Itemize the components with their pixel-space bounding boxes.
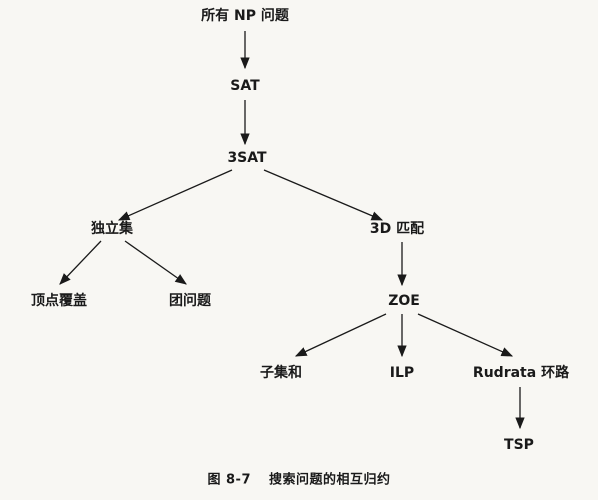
node-independent-set: 独立集 [91, 221, 133, 237]
figure-caption: 图 8-7 搜索问题的相互归约 [207, 469, 390, 488]
node-clique: 团问题 [169, 293, 211, 309]
node-zoe: ZOE [388, 293, 420, 309]
node-ilp: ILP [389, 365, 415, 381]
node-subset-sum: 子集和 [260, 365, 302, 381]
edge-zoe-to-subset-sum [294, 313, 387, 357]
figure-title: 搜索问题的相互归约 [269, 472, 391, 488]
edge-zoe-to-rudrata-cycle [417, 313, 514, 357]
node-all-np-problems: 所有 NP 问题 [201, 8, 289, 24]
node-3sat: 3SAT [227, 150, 267, 166]
node-3d-matching: 3D 匹配 [369, 221, 425, 237]
node-rudrata-cycle: Rudrata 环路 [472, 365, 570, 381]
node-tsp: TSP [504, 437, 534, 453]
node-sat: SAT [230, 78, 260, 94]
edge-independent-set-to-clique [124, 240, 187, 285]
figure-number: 图 8-7 [207, 472, 251, 488]
edge-3sat-to-3d-matching [263, 169, 384, 221]
edge-independent-set-to-vertex-cover [59, 240, 102, 285]
node-vertex-cover: 顶点覆盖 [31, 293, 87, 309]
edge-3sat-to-independent-set [117, 169, 233, 221]
